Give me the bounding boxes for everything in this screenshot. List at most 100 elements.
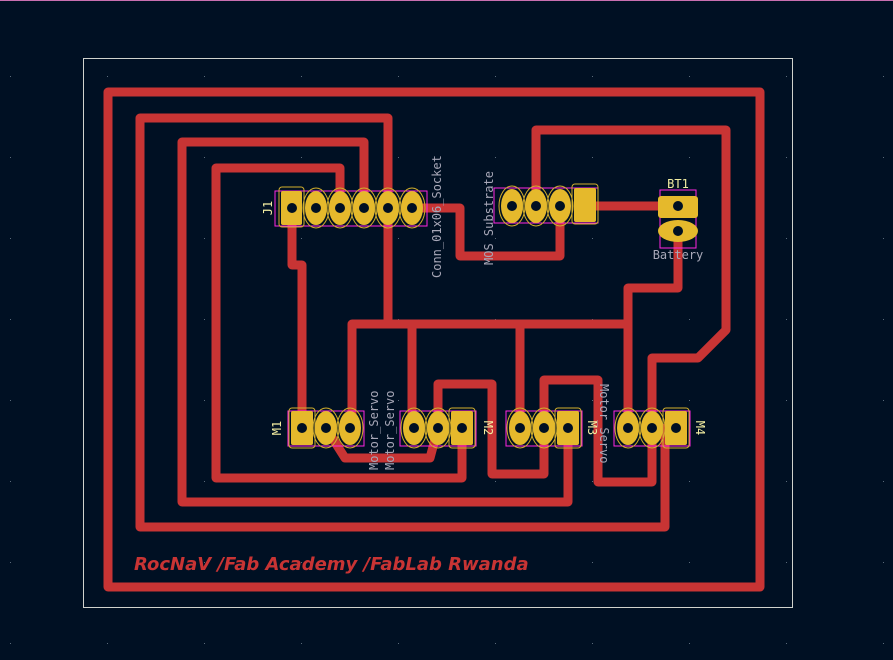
grid-dot — [689, 643, 690, 644]
grid-dot — [10, 76, 11, 77]
grid-dot — [883, 238, 884, 239]
m3-pin2-drill — [539, 423, 549, 433]
m2-reference: M2 — [481, 421, 495, 435]
grid-dot — [10, 319, 11, 320]
j1-pin4-drill — [359, 203, 369, 213]
m3-pin3-outline — [554, 407, 582, 449]
grid-dot — [204, 319, 205, 320]
j1-pin5-drill — [383, 203, 393, 213]
j1-value: Conn_01x06_Socket — [430, 155, 444, 278]
m2-pin1-drill — [409, 423, 419, 433]
grid-dot — [204, 643, 205, 644]
grid-dot — [786, 319, 787, 320]
grid-dot — [204, 238, 205, 239]
grid-dot — [398, 562, 399, 563]
grid-dot — [204, 400, 205, 401]
grid-dot — [301, 643, 302, 644]
grid-dot — [592, 157, 593, 158]
grid-dot — [10, 238, 11, 239]
mos-pin3-drill — [555, 201, 565, 211]
grid-dot — [689, 157, 690, 158]
grid-dot — [592, 481, 593, 482]
board-brand-text: RocNaV /Fab Academy /FabLab Rwanda — [134, 554, 529, 575]
m4-pin3-outline — [662, 407, 690, 449]
grid-dot — [786, 481, 787, 482]
grid-dot — [689, 400, 690, 401]
trace-m2-m3[interactable] — [433, 379, 549, 479]
m4-pin1-drill — [623, 423, 633, 433]
m4-pin3-drill — [671, 423, 681, 433]
m1-pin2-drill — [321, 423, 331, 433]
footprint-m1[interactable]: M1 — [270, 407, 365, 449]
trace-battery-minus[interactable] — [623, 227, 683, 433]
m4-pin2-drill — [647, 423, 657, 433]
grid-dot — [786, 238, 787, 239]
grid-dot — [398, 643, 399, 644]
trace-loop-2[interactable] — [135, 113, 670, 532]
motor-footprints: M1 M2 M3 M4 — [270, 407, 707, 449]
m3-pin1-drill — [515, 423, 525, 433]
j1-pin1-drill — [287, 203, 297, 213]
footprint-mos[interactable]: MOS Substrate — [482, 171, 599, 265]
grid-dot — [786, 157, 787, 158]
grid-dot — [786, 562, 787, 563]
mos-pin1-drill — [507, 201, 517, 211]
grid-dot — [301, 76, 302, 77]
footprint-m4[interactable]: M4 — [613, 407, 707, 449]
footprint-m3[interactable]: M3 — [505, 407, 599, 449]
grid-dot — [592, 76, 593, 77]
grid-dot — [883, 562, 884, 563]
grid-dot — [398, 76, 399, 77]
grid-dot — [398, 157, 399, 158]
grid-dot — [592, 400, 593, 401]
grid-dot — [10, 562, 11, 563]
trace-mos-drain-loop[interactable] — [531, 125, 731, 433]
grid-dot — [301, 238, 302, 239]
grid-dot — [786, 643, 787, 644]
trace-j1-pin1-m1[interactable] — [287, 203, 307, 433]
trace-m3-m4[interactable] — [539, 375, 657, 487]
trace-loop-4[interactable] — [211, 163, 467, 483]
bt1-value: Battery — [653, 248, 704, 262]
grid-dot — [107, 643, 108, 644]
grid-dot — [204, 157, 205, 158]
grid-dot — [883, 643, 884, 644]
m3-pin3-drill — [563, 423, 573, 433]
trace-gnd-bus[interactable] — [347, 203, 633, 433]
footprint-bt1[interactable]: BT1 Battery — [653, 177, 704, 262]
j1-pin3-drill — [335, 203, 345, 213]
trace-outer-loop[interactable] — [103, 87, 765, 592]
mos-pin2-drill — [531, 201, 541, 211]
grid-dot — [204, 481, 205, 482]
m1-reference: M1 — [270, 421, 284, 435]
grid-dot — [204, 76, 205, 77]
grid-dot — [204, 562, 205, 563]
grid-dot — [883, 481, 884, 482]
grid-dot — [689, 562, 690, 563]
grid-dot — [398, 400, 399, 401]
m3-reference: M3 — [585, 421, 599, 435]
grid-dot — [689, 481, 690, 482]
j1-pin6-outline — [398, 187, 426, 229]
trace-loop-3[interactable] — [177, 137, 573, 507]
footprint-j1[interactable]: J1 Conn_01x06_Socket — [261, 155, 444, 278]
m2-value: Motor_Servo — [383, 391, 397, 470]
m2-pin3-outline — [448, 407, 476, 449]
mos-value: MOS Substrate — [482, 171, 496, 265]
trace-j1-to-mos[interactable] — [407, 201, 565, 261]
grid-dot — [301, 562, 302, 563]
grid-dot — [10, 157, 11, 158]
copper-traces — [103, 87, 765, 592]
grid-dot — [786, 400, 787, 401]
grid-dot — [301, 157, 302, 158]
grid-dot — [495, 643, 496, 644]
grid-dot — [786, 76, 787, 77]
grid-dot — [495, 157, 496, 158]
window-top-border — [0, 0, 893, 1]
footprint-m2[interactable]: M2 — [399, 407, 495, 449]
board-edge-cuts[interactable] — [83, 58, 793, 608]
m1-pin3-outline — [336, 407, 364, 449]
grid-dot — [689, 76, 690, 77]
j1-reference: J1 — [261, 201, 275, 215]
